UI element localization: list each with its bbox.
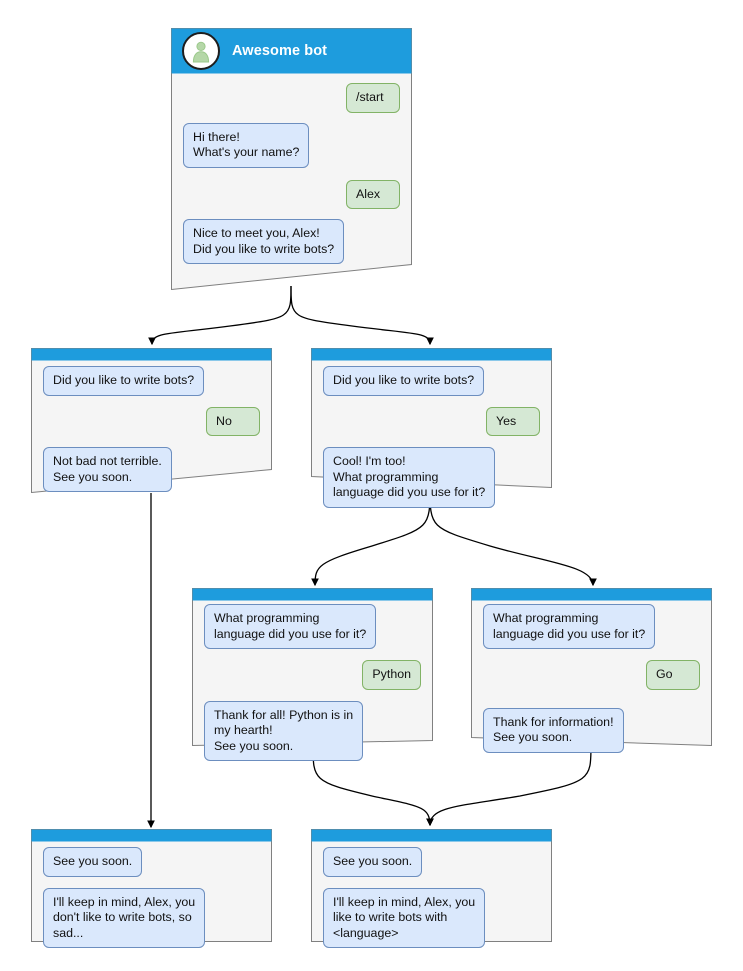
message-row: Not bad not terrible. See you soon.: [43, 447, 260, 492]
bot-message: See you soon.: [43, 847, 143, 877]
chat-transcript: Did you like to write bots? Yes Cool! I'…: [311, 360, 552, 518]
node-titlebar: [192, 588, 433, 600]
edge-start-to-yes: [290, 285, 434, 346]
chat-transcript: Did you like to write bots? No Not bad n…: [31, 360, 272, 502]
node-no-branch[interactable]: Did you like to write bots? No Not bad n…: [31, 348, 272, 493]
message-row: Thank for all! Python is in my hearth! S…: [204, 700, 421, 761]
message-row: Python: [204, 660, 421, 690]
node-titlebar: [31, 829, 272, 841]
bot-message: Not bad not terrible. See you soon.: [43, 447, 172, 492]
message-row: I'll keep in mind, Alex, you like to wri…: [323, 887, 540, 948]
bot-message: Did you like to write bots?: [43, 366, 205, 396]
node-yes-branch[interactable]: Did you like to write bots? Yes Cool! I'…: [311, 348, 552, 508]
message-row: Did you like to write bots?: [43, 366, 260, 396]
node-start-content: Awesome bot /start Hi there! What's your…: [171, 28, 412, 274]
message-row: Yes: [323, 406, 540, 436]
bot-message: Thank for all! Python is in my hearth! S…: [204, 700, 364, 761]
message-row: What programming language did you use fo…: [204, 604, 421, 649]
bot-message: See you soon.: [323, 847, 423, 877]
chat-transcript: /start Hi there! What's your name? Alex …: [171, 73, 412, 274]
message-row: /start: [183, 83, 400, 113]
user-message: Alex: [346, 179, 400, 209]
user-message: No: [206, 406, 260, 436]
node-python-branch-content: What programming language did you use fo…: [192, 588, 433, 771]
bot-name-label: Awesome bot: [232, 42, 328, 59]
message-row: See you soon.: [323, 847, 540, 877]
bot-message: Hi there! What's your name?: [183, 122, 310, 168]
message-row: No: [43, 406, 260, 436]
user-message: Yes: [486, 406, 540, 436]
user-avatar-icon: [182, 31, 220, 70]
node-titlebar: [471, 588, 712, 600]
bot-message: Did you like to write bots?: [323, 366, 485, 396]
edge-start-to-no: [148, 285, 292, 346]
node-no-branch-content: Did you like to write bots? No Not bad n…: [31, 348, 272, 502]
bot-message: I'll keep in mind, Alex, you don't like …: [43, 887, 206, 948]
message-row: Go: [483, 660, 700, 690]
user-message: Python: [362, 660, 421, 690]
node-go-branch-content: What programming language did you use fo…: [471, 588, 712, 763]
node-end-sad[interactable]: See you soon. I'll keep in mind, Alex, y…: [31, 829, 272, 948]
message-row: I'll keep in mind, Alex, you don't like …: [43, 887, 260, 948]
message-row: What programming language did you use fo…: [483, 604, 700, 649]
message-row: Hi there! What's your name?: [183, 122, 400, 168]
node-titlebar: [311, 829, 552, 841]
node-titlebar: [311, 348, 552, 360]
bot-message: Thank for information! See you soon.: [483, 707, 624, 753]
bot-message: Cool! I'm too! What programming language…: [323, 447, 496, 508]
node-end-happy[interactable]: See you soon. I'll keep in mind, Alex, y…: [311, 829, 552, 948]
chat-transcript: What programming language did you use fo…: [471, 600, 712, 763]
message-row: See you soon.: [43, 847, 260, 877]
node-yes-branch-content: Did you like to write bots? Yes Cool! I'…: [311, 348, 552, 518]
message-row: Nice to meet you, Alex! Did you like to …: [183, 219, 400, 264]
message-row: Thank for information! See you soon.: [483, 707, 700, 753]
node-end-happy-content: See you soon. I'll keep in mind, Alex, y…: [311, 829, 552, 958]
node-end-sad-content: See you soon. I'll keep in mind, Alex, y…: [31, 829, 272, 958]
node-go-branch[interactable]: What programming language did you use fo…: [471, 588, 712, 753]
node-titlebar: [31, 348, 272, 360]
chat-transcript: What programming language did you use fo…: [192, 600, 433, 771]
chat-transcript: See you soon. I'll keep in mind, Alex, y…: [311, 841, 552, 958]
message-row: Did you like to write bots?: [323, 366, 540, 396]
message-row: Cool! I'm too! What programming language…: [323, 447, 540, 508]
bot-message: Nice to meet you, Alex! Did you like to …: [183, 219, 345, 264]
chat-transcript: See you soon. I'll keep in mind, Alex, y…: [31, 841, 272, 958]
node-python-branch[interactable]: What programming language did you use fo…: [192, 588, 433, 761]
user-message: /start: [346, 83, 400, 113]
bot-message: I'll keep in mind, Alex, you like to wri…: [323, 887, 486, 948]
bot-message: What programming language did you use fo…: [483, 604, 656, 649]
message-row: Alex: [183, 179, 400, 209]
user-message: Go: [646, 660, 700, 690]
node-start[interactable]: Awesome bot /start Hi there! What's your…: [171, 28, 412, 290]
bot-message: What programming language did you use fo…: [204, 604, 377, 649]
bot-header: Awesome bot: [171, 28, 412, 73]
